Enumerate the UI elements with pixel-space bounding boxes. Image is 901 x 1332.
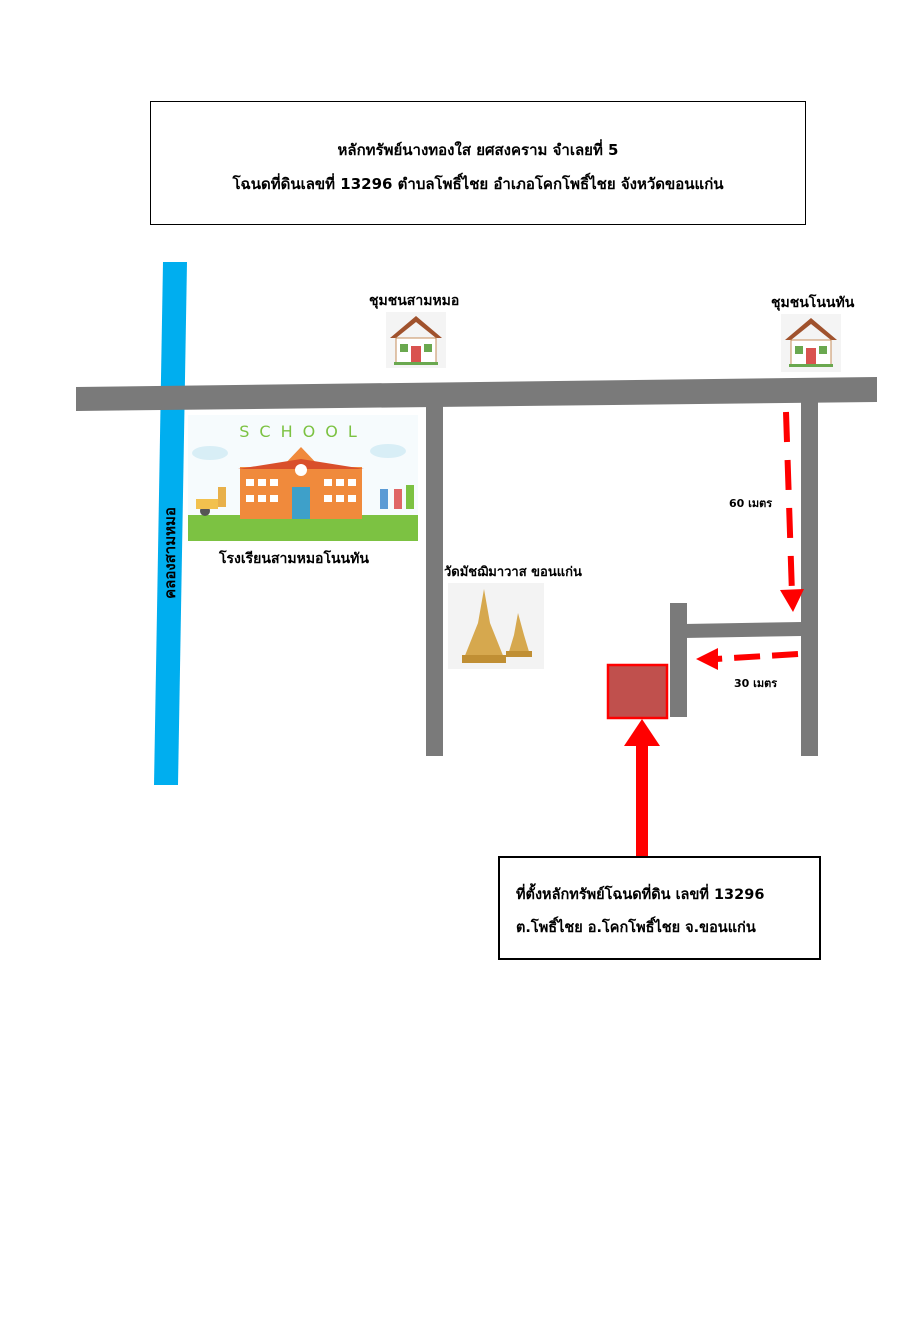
temple-icon — [448, 583, 544, 669]
location-line-2: ต.โพธิ์ไชย อ.โคกโพธิ์ไชย จ.ขอนแก่น — [516, 920, 756, 936]
arrow-head-left — [696, 648, 718, 670]
location-box: ที่ตั้งหลักทรัพย์โฉนดที่ดิน เลขที่ 13296… — [498, 856, 821, 960]
school-sign: SCHOOL — [239, 422, 366, 441]
temple-road — [426, 405, 443, 756]
property-marker — [606, 663, 669, 720]
connector-road — [684, 622, 802, 638]
distance-arrow-60 — [783, 411, 795, 595]
label-distance-30: 30 เมตร — [734, 677, 778, 690]
location-arrow — [636, 744, 648, 856]
label-distance-60: 60 เมตร — [729, 497, 773, 510]
stub-road — [670, 603, 687, 717]
title-line-2: โฉนดที่ดินเลขที่ 13296 ตำบลโพธิ์ไชย อำเภ… — [232, 175, 724, 193]
label-community-sammo: ชุมชนสามหมอ — [369, 293, 460, 309]
title-box: หลักทรัพย์นางทองใส ยศสงคราม จำเลยที่ 5 โ… — [150, 101, 806, 225]
house-nonthan-icon — [781, 314, 841, 372]
label-temple: วัดมัชฌิมาวาส ขอนแก่น — [444, 565, 582, 580]
main-road — [76, 377, 877, 411]
arrow-head-up — [624, 719, 660, 746]
label-community-nonthan: ชุมชนโนนทัน — [771, 295, 855, 311]
arrow-head-down — [780, 589, 804, 612]
label-school: โรงเรียนสามหมอโนนทัน — [219, 551, 369, 567]
distance-arrow-30 — [715, 651, 799, 662]
title-line-1: หลักทรัพย์นางทองใส ยศสงคราม จำเลยที่ 5 — [337, 141, 619, 159]
label-canal: คลองสามหมอ — [161, 507, 179, 599]
location-line-1: ที่ตั้งหลักทรัพย์โฉนดที่ดิน เลขที่ 13296 — [516, 887, 765, 903]
east-road — [801, 400, 818, 756]
school-icon — [188, 415, 418, 541]
house-sammo-icon — [386, 312, 446, 368]
